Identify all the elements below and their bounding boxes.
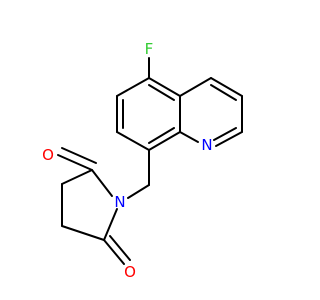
bond-imide-5 [103, 208, 118, 241]
atom-fluorine: F [145, 40, 154, 58]
bond-ring-6 [148, 77, 181, 97]
bond-imide-4 [61, 225, 105, 241]
bond-ring-4 [148, 131, 181, 151]
bond-ch2-2 [127, 184, 150, 199]
bond-imide-2 [61, 169, 93, 185]
atom-label-layer: F N N O O [42, 40, 213, 281]
bond-imide-1 [91, 169, 113, 197]
bond-layer [57, 57, 243, 265]
bond-pyr-double-2 [213, 127, 237, 141]
bond-co-top-2 [61, 147, 97, 164]
atom-oxygen-top: O [42, 146, 54, 164]
bond-ring-double-3 [148, 84, 175, 101]
bond-co-bottom-1 [103, 239, 125, 265]
atom-quinoline-nitrogen: N [201, 136, 212, 154]
molecule-diagram: F N N O O [42, 40, 243, 281]
bond-co-bottom-2 [109, 235, 131, 261]
bond-pyr-1 [179, 77, 212, 97]
bond-pyr-double-1 [210, 84, 237, 101]
bond-pyr-2 [210, 77, 243, 97]
bond-ring-1 [116, 77, 150, 97]
bond-pyr-5 [179, 131, 199, 143]
atom-imide-nitrogen: N [114, 193, 125, 211]
bond-ring-double-2 [148, 127, 175, 144]
bond-ring-3 [116, 131, 150, 151]
atom-oxygen-bottom: O [124, 263, 136, 281]
bond-pyr-4 [215, 131, 243, 147]
bond-co-top-1 [57, 154, 93, 171]
